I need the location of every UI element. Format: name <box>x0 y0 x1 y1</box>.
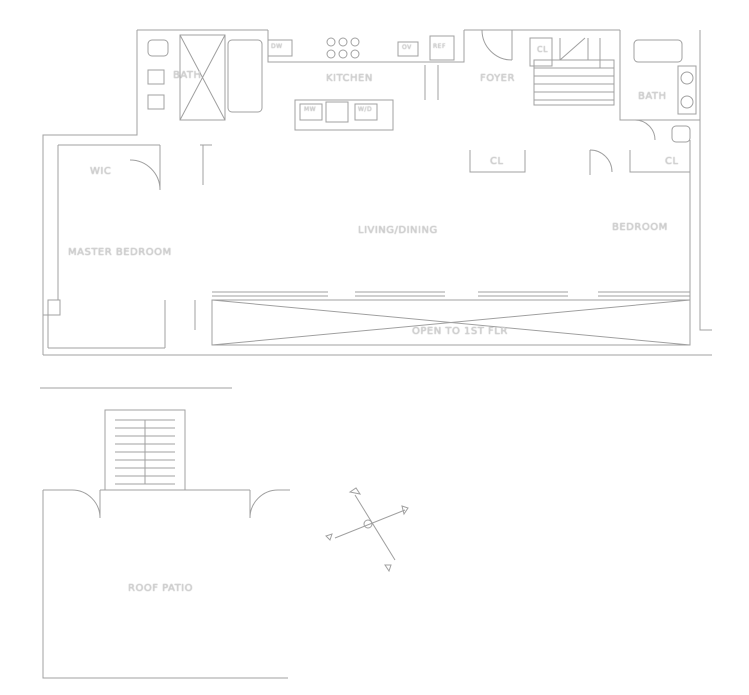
foyer-stairs <box>481 29 615 106</box>
bath-door-swing <box>634 119 656 141</box>
label-master-bedroom: MASTER BEDROOM <box>68 247 172 258</box>
label-closet-center: CL <box>490 156 504 167</box>
open-to-below <box>211 299 691 346</box>
upper-floor-walls <box>42 29 712 356</box>
label-bath-right: BATH <box>638 91 667 102</box>
kitchen-island <box>294 99 394 131</box>
kitchen-fixtures <box>267 35 455 131</box>
label-closet-right: CL <box>665 156 679 167</box>
bath-left-fixtures <box>147 34 263 121</box>
oven <box>397 41 419 57</box>
label-closet-foyer: CL <box>537 45 549 54</box>
stair-landing <box>533 59 615 106</box>
label-washer-dryer: W/D <box>358 106 373 113</box>
entry-door-swing <box>481 29 513 61</box>
windows-row <box>212 291 690 297</box>
closet-center-wall <box>469 150 526 173</box>
double-sink <box>677 65 697 115</box>
label-living-dining: LIVING/DINING <box>358 225 438 236</box>
toilet-fixture-right <box>671 125 691 143</box>
dishwasher <box>267 39 293 57</box>
bedroom-door-swing <box>589 149 613 175</box>
microwave <box>299 103 323 121</box>
label-kitchen: KITCHEN <box>326 73 373 84</box>
label-foyer: FOYER <box>480 73 515 84</box>
patio-door-left <box>71 489 101 519</box>
cooktop <box>326 37 360 59</box>
island-sink <box>325 101 349 123</box>
refrigerator <box>429 35 455 61</box>
foyer-closet <box>529 37 553 67</box>
interior-partitions <box>129 145 690 191</box>
bathtub <box>227 39 263 113</box>
north-arrow-compass <box>325 487 409 573</box>
label-wic: WIC <box>90 166 112 177</box>
shower-stall <box>179 34 226 121</box>
bath-right-fixtures <box>633 39 697 143</box>
toilet-fixture <box>147 39 169 57</box>
washer-dryer <box>354 103 378 121</box>
label-microwave: MW <box>304 106 317 113</box>
label-oven: OV <box>402 44 412 51</box>
label-bath-left: BATH <box>173 70 202 81</box>
roof-patio-plan <box>42 409 290 679</box>
label-roof-patio: ROOF PATIO <box>128 583 194 594</box>
label-bedroom: BEDROOM <box>612 222 668 233</box>
stair-to-roof <box>104 409 186 491</box>
label-open-to-below: OPEN TO 1ST FLR <box>412 326 508 337</box>
patio-door-right <box>249 489 279 519</box>
label-refrigerator: REF <box>433 43 446 50</box>
bathtub-right <box>633 39 683 63</box>
sink-fixture-2 <box>147 94 165 110</box>
wic-door-swing <box>129 159 161 191</box>
label-dishwasher: DW <box>271 43 283 50</box>
sink-fixture <box>147 69 165 85</box>
